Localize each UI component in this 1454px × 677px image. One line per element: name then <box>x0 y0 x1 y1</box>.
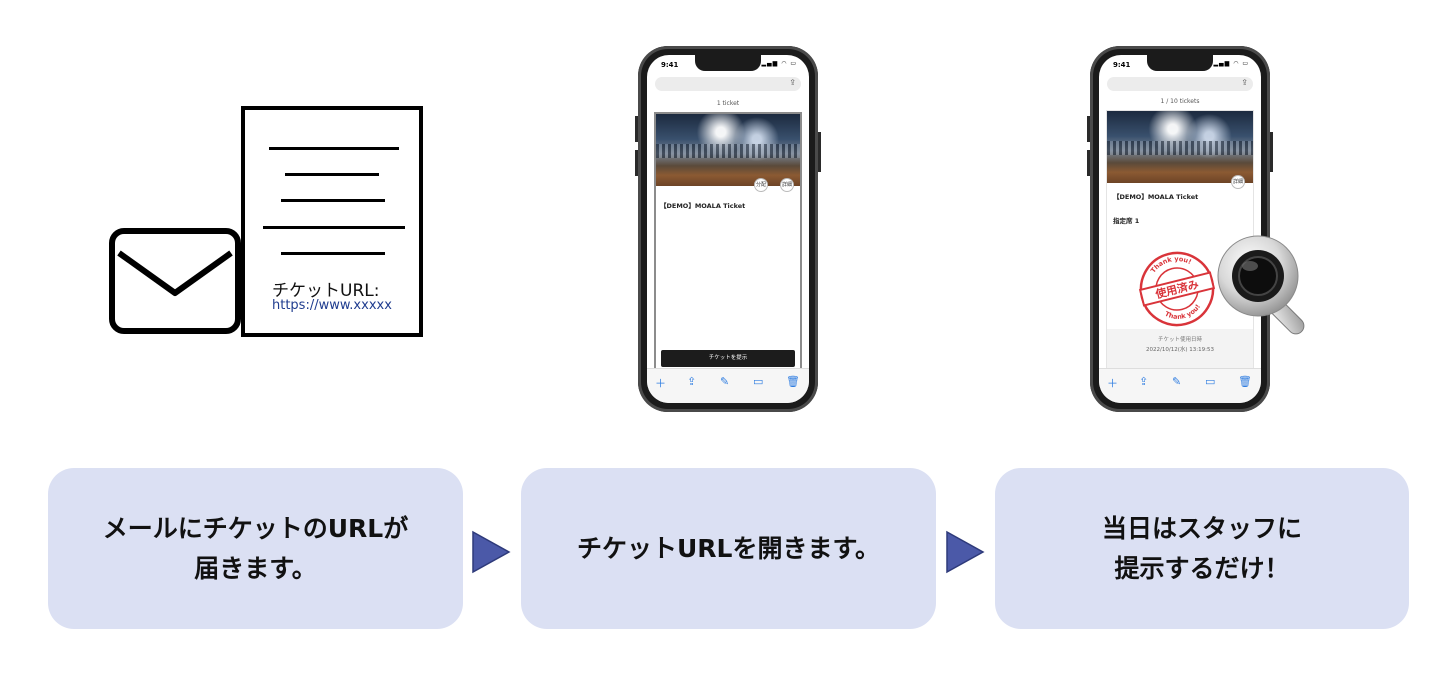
trash-icon[interactable]: 🗑︎ <box>786 375 800 388</box>
magnifier-icon <box>1217 235 1305 335</box>
ticket-count: 1 ticket <box>716 100 740 107</box>
share-icon[interactable]: ⇪ <box>789 78 796 87</box>
phone-mockup-open-url: 9:41 ▂▄▆ ◠ ▭ ⇪ 1 ticket 分配 詳細 【DEMO】MOAL… <box>635 46 821 412</box>
envelope-icon <box>109 228 241 334</box>
detail-button[interactable]: 詳細 <box>1231 175 1245 189</box>
document-icon: チケットURL: https://www.xxxxx <box>241 106 423 337</box>
step-2-text: チケットURLを開きます。 <box>577 533 880 563</box>
doc-text-line <box>263 226 405 229</box>
svg-text:Thank you!: Thank you! <box>1162 301 1204 324</box>
ticket-url-link[interactable]: https://www.xxxxx <box>272 298 392 313</box>
plus-icon[interactable]: ＋ <box>655 377 666 390</box>
doc-text-line <box>269 147 399 150</box>
status-icons: ▂▄▆ ◠ ▭ <box>761 60 797 67</box>
step-1-text: メールにチケットのURLが 届きます。 <box>102 513 409 583</box>
stadium-image <box>656 114 800 186</box>
browser-url-bar[interactable]: ⇪ <box>1107 77 1253 91</box>
trash-icon[interactable]: 🗑︎ <box>1238 375 1252 388</box>
used-stamp-icon: Thank you! Thank you! 使用済み <box>1138 251 1216 327</box>
ticket-card: 分配 詳細 【DEMO】MOALA Ticket チケットを提示 <box>654 112 802 374</box>
step-2-caption: チケットURLを開きます。 <box>521 468 936 629</box>
doc-text-line <box>285 173 379 176</box>
present-ticket-button[interactable]: チケットを提示 <box>661 350 795 367</box>
arrow-right-icon <box>472 530 511 574</box>
phone-screen: 9:41 ▂▄▆ ◠ ▭ ⇪ 1 ticket 分配 詳細 【DEMO】MOAL… <box>647 55 809 403</box>
browser-url-bar[interactable]: ⇪ <box>655 77 801 91</box>
arrow-right-icon <box>946 530 985 574</box>
ticket-title: 【DEMO】MOALA Ticket <box>1113 193 1199 201</box>
ticket-url-label: チケットURL: <box>272 281 380 301</box>
browser-toolbar: ＋ ⇪ ✎ ▭ 🗑︎ <box>1099 368 1261 403</box>
phone-screen: 9:41 ▂▄▆ ◠ ▭ ⇪ 1 / 10 tickets 詳細 【DEMO】M… <box>1099 55 1261 403</box>
plus-icon[interactable]: ＋ <box>1107 377 1118 390</box>
ticket-count: 1 / 10 tickets <box>1160 98 1200 105</box>
doc-text-line <box>281 252 385 255</box>
ticket-title: 【DEMO】MOALA Ticket <box>660 202 746 210</box>
used-label: チケット使用日時 <box>1157 337 1202 343</box>
phone-notch <box>1147 55 1213 71</box>
step-3-text: 当日はスタッフに 提示するだけ！ <box>1101 513 1302 583</box>
status-time: 9:41 <box>661 61 679 69</box>
step-3-caption: 当日はスタッフに 提示するだけ！ <box>995 468 1409 629</box>
doc-text-line <box>281 199 385 202</box>
status-icons: ▂▄▆ ◠ ▭ <box>1213 60 1249 67</box>
share-icon[interactable]: ⇪ <box>1241 78 1248 87</box>
phone-mockup-used-ticket: 9:41 ▂▄▆ ◠ ▭ ⇪ 1 / 10 tickets 詳細 【DEMO】M… <box>1087 46 1273 412</box>
folder-icon[interactable]: ▭ <box>1205 375 1216 388</box>
distribute-button[interactable]: 分配 <box>754 178 768 192</box>
step-1-caption: メールにチケットのURLが 届きます。 <box>48 468 463 629</box>
stamp-ring-bottom: Thank you! <box>1162 301 1204 324</box>
detail-button[interactable]: 詳細 <box>780 178 794 192</box>
used-datetime: 2022/10/12(水) 13:19:53 <box>1146 347 1214 353</box>
share-icon[interactable]: ⇪ <box>1139 375 1149 388</box>
share-icon[interactable]: ⇪ <box>687 375 697 388</box>
status-time: 9:41 <box>1113 61 1131 69</box>
used-info-area: チケット使用日時 2022/10/12(水) 13:19:53 <box>1107 329 1253 373</box>
phone-notch <box>695 55 761 71</box>
stadium-image <box>1107 111 1253 183</box>
edit-icon[interactable]: ✎ <box>1172 375 1182 388</box>
browser-toolbar: ＋ ⇪ ✎ ▭ 🗑︎ <box>647 368 809 403</box>
folder-icon[interactable]: ▭ <box>753 375 764 388</box>
seat-label: 指定席 1 <box>1113 217 1140 225</box>
edit-icon[interactable]: ✎ <box>720 375 730 388</box>
